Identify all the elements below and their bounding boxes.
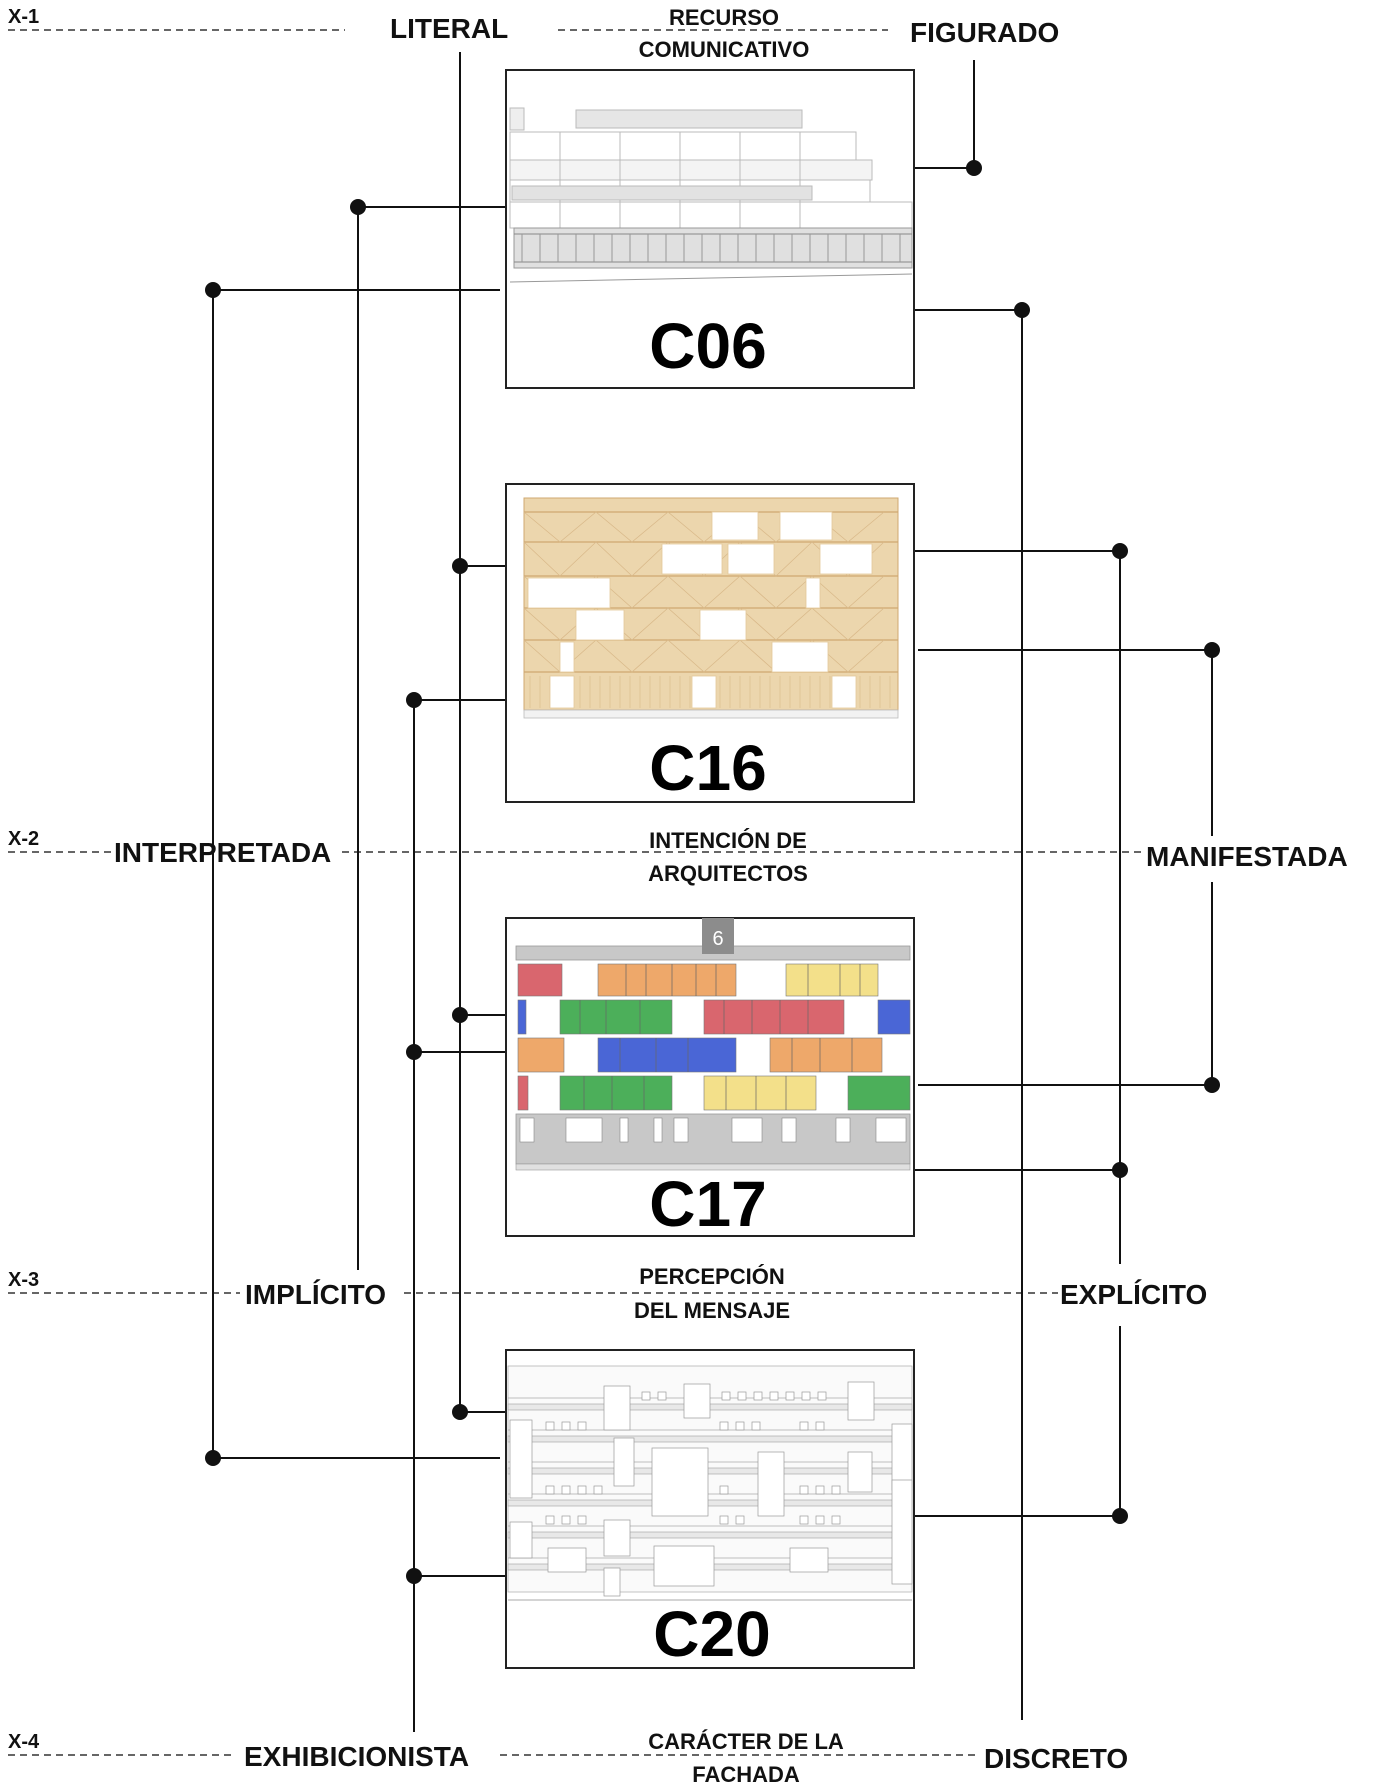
axis-name-line1: INTENCIÓN DE bbox=[649, 828, 807, 853]
axis-name-line2: COMUNICATIVO bbox=[639, 37, 810, 62]
pole-right: FIGURADO bbox=[910, 17, 1059, 48]
floor-badge-label: 6 bbox=[712, 928, 723, 950]
pole-left: EXHIBICIONISTA bbox=[244, 1741, 469, 1772]
floor-badge bbox=[702, 918, 734, 954]
facade-drawing-c06 bbox=[509, 107, 913, 283]
pole-right: EXPLÍCITO bbox=[1060, 1279, 1207, 1310]
pole-left: LITERAL bbox=[390, 13, 508, 44]
case-card-c20: C20 bbox=[505, 1349, 915, 1670]
axis-x2: X-2 INTERPRETADA INTENCIÓN DE ARQUITECTO… bbox=[8, 828, 1348, 886]
pole-right: MANIFESTADA bbox=[1146, 841, 1348, 872]
facade-drawing-c17: 6 bbox=[515, 918, 911, 1171]
axis-name-line2: FACHADA bbox=[692, 1762, 800, 1787]
case-code: C20 bbox=[653, 1598, 770, 1670]
connectors bbox=[205, 52, 1220, 1732]
axis-id: X-1 bbox=[8, 6, 39, 28]
pole-left: INTERPRETADA bbox=[114, 837, 331, 868]
case-code: C17 bbox=[649, 1168, 766, 1240]
axis-name-line2: ARQUITECTOS bbox=[648, 861, 808, 886]
axis-name-line1: CARÁCTER DE LA bbox=[648, 1729, 844, 1754]
axis-x1: X-1 LITERAL RECURSO COMUNICATIVO FIGURAD… bbox=[8, 5, 1059, 62]
facade-drawing-c20 bbox=[507, 1365, 913, 1601]
axis-id: X-4 bbox=[8, 1731, 40, 1753]
axis-lines bbox=[8, 29, 1142, 1756]
case-code: C06 bbox=[649, 310, 766, 382]
case-code: C16 bbox=[649, 732, 766, 804]
axis-x4: X-4 EXHIBICIONISTA CARÁCTER DE LA FACHAD… bbox=[8, 1729, 1128, 1787]
axis-name-line1: RECURSO bbox=[669, 5, 779, 30]
case-card-c16: C16 bbox=[505, 483, 915, 804]
axis-x3: X-3 IMPLÍCITO PERCEPCIÓN DEL MENSAJE EXP… bbox=[8, 1264, 1207, 1323]
pole-left: IMPLÍCITO bbox=[245, 1279, 386, 1310]
case-card-c17: 6 C17 bbox=[505, 917, 915, 1240]
axis-id: X-3 bbox=[8, 1269, 39, 1291]
case-card-c06: C06 bbox=[505, 69, 915, 389]
facade-drawing-c16 bbox=[523, 497, 899, 719]
axis-id: X-2 bbox=[8, 828, 39, 850]
axis-name-line2: DEL MENSAJE bbox=[634, 1298, 790, 1323]
pole-right: DISCRETO bbox=[984, 1743, 1128, 1774]
axis-name-line1: PERCEPCIÓN bbox=[639, 1264, 784, 1289]
